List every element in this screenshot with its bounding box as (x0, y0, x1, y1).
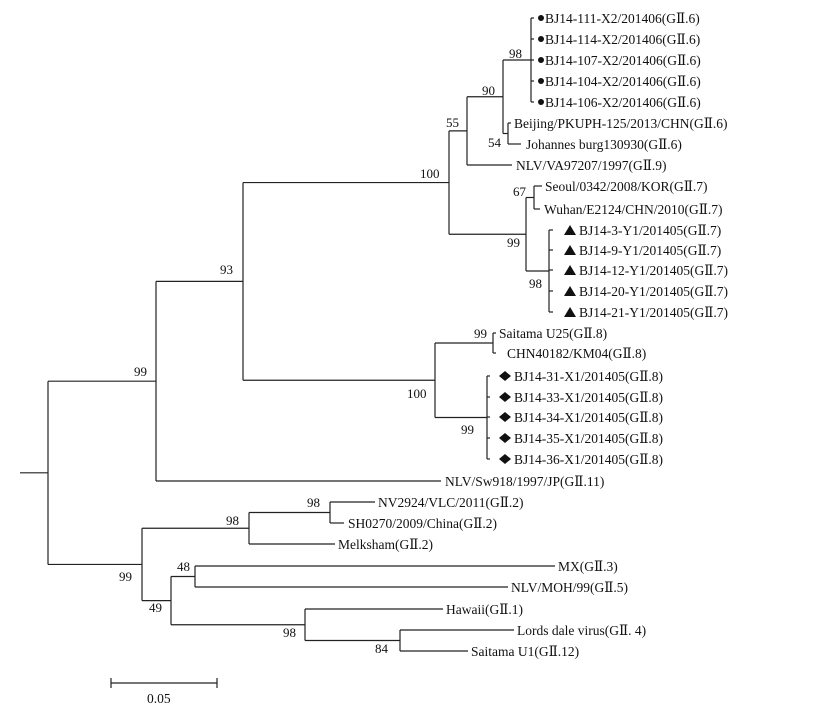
tip-label: MX(GⅡ.3) (558, 559, 618, 574)
tip-label: BJ14-106-X2/201406(GⅡ.6) (545, 95, 701, 110)
tip-label: BJ14-31-X1/201405(GⅡ.8) (514, 369, 663, 384)
scale-bar-label: 0.05 (147, 691, 171, 706)
bootstrap-value: 99 (461, 422, 474, 437)
tip-label: NLV/MOH/99(GⅡ.5) (511, 580, 628, 595)
tip-label: BJ14-36-X1/201405(GⅡ.8) (514, 452, 663, 467)
tip-label: Beijing/PKUPH-125/2013/CHN(GⅡ.6) (514, 116, 728, 131)
tip-label: BJ14-3-Y1/201405(GⅡ.7) (579, 223, 721, 238)
tip-label: BJ14-111-X2/201406(GⅡ.6) (545, 11, 700, 26)
tip-label: BJ14-20-Y1/201405(GⅡ.7) (579, 284, 728, 299)
triangle-marker-icon (564, 225, 576, 235)
bootstrap-value: 99 (507, 235, 520, 250)
circle-marker-icon (538, 15, 544, 21)
diamond-marker-icon (499, 392, 511, 402)
tip-label: BJ14-114-X2/201406(GⅡ.6) (545, 32, 700, 47)
bootstrap-value: 54 (488, 135, 502, 150)
bootstrap-value: 98 (307, 495, 320, 510)
tip-label: NLV/Sw918/1997/JP(GⅡ.11) (445, 474, 604, 489)
diamond-marker-icon (499, 454, 511, 464)
bootstrap-value: 99 (474, 326, 487, 341)
bootstrap-value: 100 (407, 386, 427, 401)
tip-label: Johannes burg130930(GⅡ.6) (526, 137, 682, 152)
tip-label: NV2924/VLC/2011(GⅡ.2) (378, 495, 524, 510)
tip-labels: BJ14-111-X2/201406(GⅡ.6) BJ14-114-X2/2014… (338, 11, 728, 659)
tip-label: BJ14-104-X2/201406(GⅡ.6) (545, 74, 701, 89)
tip-label: BJ14-107-X2/201406(GⅡ.6) (545, 53, 701, 68)
triangle-marker-icon (564, 265, 576, 275)
tip-markers (499, 15, 576, 464)
circle-marker-icon (538, 57, 544, 63)
bootstrap-value: 90 (482, 83, 495, 98)
tip-label: SH0270/2009/China(GⅡ.2) (348, 516, 497, 531)
circle-marker-icon (538, 78, 544, 84)
tree-branches (20, 17, 555, 652)
diamond-marker-icon (499, 412, 511, 422)
bootstrap-value: 100 (420, 166, 440, 181)
tip-label: Saitama U25(GⅡ.8) (499, 326, 607, 341)
tip-label: CHN40182/KM04(GⅡ.8) (507, 346, 646, 361)
tip-label: Saitama U1(GⅡ.12) (471, 644, 579, 659)
tip-label: Lords dale virus(GⅡ. 4) (517, 623, 646, 638)
diamond-marker-icon (499, 371, 511, 381)
circle-marker-icon (538, 36, 544, 42)
triangle-marker-icon (564, 245, 576, 255)
bootstrap-value: 93 (220, 262, 233, 277)
triangle-marker-icon (564, 286, 576, 296)
bootstrap-value: 99 (134, 364, 147, 379)
bootstrap-value: 48 (177, 559, 190, 574)
tip-label: Wuhan/E2124/CHN/2010(GⅡ.7) (544, 202, 723, 217)
bootstrap-value: 98 (283, 625, 296, 640)
tip-label: BJ14-33-X1/201405(GⅡ.8) (514, 390, 663, 405)
bootstrap-value: 55 (446, 115, 459, 130)
circle-marker-icon (538, 99, 544, 105)
bootstrap-value: 98 (529, 276, 542, 291)
diamond-marker-icon (499, 433, 511, 443)
tip-label: BJ14-9-Y1/201405(GⅡ.7) (579, 243, 721, 258)
tip-label: Seoul/0342/2008/KOR(GⅡ.7) (545, 179, 708, 194)
bootstrap-values: 98 54 90 55 67 98 99 100 99 99 100 93 99 98 98 48 84 98 49… (119, 46, 542, 656)
bootstrap-value: 98 (226, 513, 239, 528)
scale-bar: 0.05 (110, 678, 218, 706)
triangle-marker-icon (564, 307, 576, 317)
bootstrap-value: 99 (119, 569, 132, 584)
tip-label: BJ14-34-X1/201405(GⅡ.8) (514, 410, 663, 425)
bootstrap-value: 67 (513, 184, 527, 199)
tip-label: BJ14-12-Y1/201405(GⅡ.7) (579, 263, 728, 278)
tip-label: BJ14-21-Y1/201405(GⅡ.7) (579, 305, 728, 320)
bootstrap-value: 84 (375, 641, 389, 656)
bootstrap-value: 98 (509, 46, 522, 61)
tip-label: Hawaii(GⅡ.1) (446, 602, 523, 617)
tip-label: NLV/VA97207/1997(GⅡ.9) (516, 158, 667, 173)
bootstrap-value: 49 (149, 600, 162, 615)
tip-label: BJ14-35-X1/201405(GⅡ.8) (514, 431, 663, 446)
tip-label: Melksham(GⅡ.2) (338, 537, 433, 552)
